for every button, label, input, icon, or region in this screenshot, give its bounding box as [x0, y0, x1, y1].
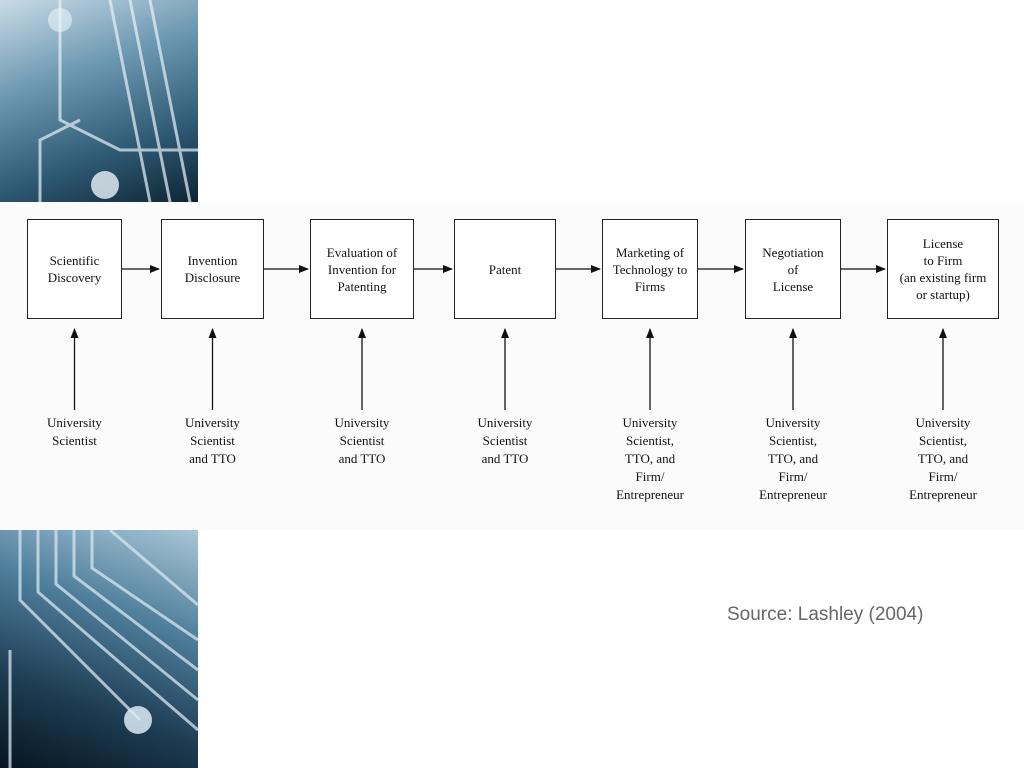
stage-label: Scientific Discovery — [47, 253, 102, 285]
stage-actor-6: University Scientist, TTO, and Firm/ Ent… — [759, 415, 827, 502]
circuit-lines-icon — [8, 530, 198, 768]
decorative-circuit-panel-bottom — [0, 530, 198, 768]
stage-box-1: Scientific Discovery — [27, 219, 122, 319]
stage-box-6: Negotiation of License — [745, 219, 841, 319]
decorative-circuit-panel-top — [0, 0, 198, 202]
stage-actor-5: University Scientist, TTO, and Firm/ Ent… — [616, 415, 684, 502]
stage-box-2: Invention Disclosure — [161, 219, 264, 319]
stage-box-5: Marketing of Technology to Firms — [602, 219, 698, 319]
stage-box-3: Evaluation of Invention for Patenting — [310, 219, 414, 319]
stage-actor-3: University Scientist and TTO — [334, 415, 390, 466]
stage-label: Patent — [488, 261, 522, 277]
circuit-lines-icon — [38, 0, 198, 202]
diagram-connectors — [70, 265, 947, 410]
stage-label: Negotiation of License — [762, 244, 824, 294]
stage-box-4: Patent — [454, 219, 556, 319]
stage-label: Invention Disclosure — [184, 253, 241, 285]
stage-label: Marketing of Technology to Firms — [612, 244, 688, 294]
stage-actor-7: University Scientist, TTO, and Firm/ Ent… — [909, 415, 977, 502]
stage-label: License to Firm (an existing firm or sta… — [899, 236, 987, 302]
source-citation: Source: Lashley (2004) — [727, 604, 924, 625]
stage-label: Evaluation of Invention for Patenting — [326, 244, 398, 294]
stage-actor-4: University Scientist and TTO — [477, 415, 533, 466]
stage-actor-1: University Scientist — [47, 415, 102, 448]
stage-actor-2: University Scientist and TTO — [185, 415, 240, 466]
stage-box-7: License to Firm (an existing firm or sta… — [887, 219, 999, 319]
